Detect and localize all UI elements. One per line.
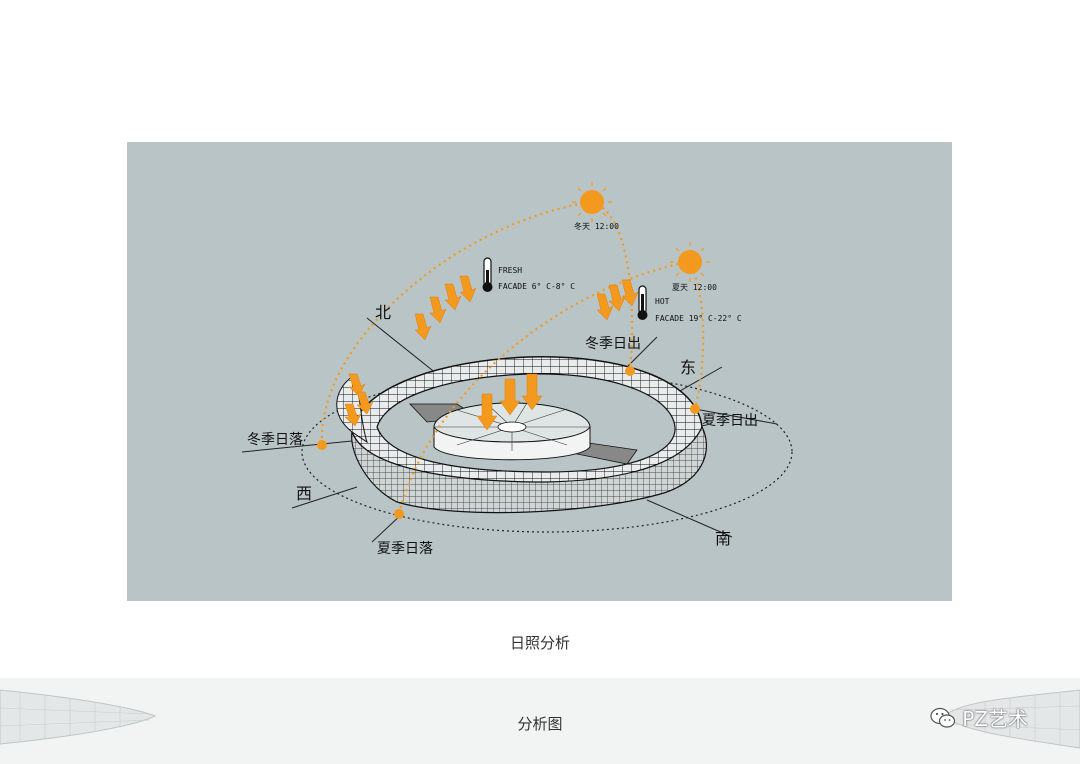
central-disc: [409, 402, 638, 465]
figure-caption: 日照分析: [509, 634, 570, 652]
summer-noon-label: 夏天 12:00: [672, 283, 717, 292]
sun-icon: [572, 182, 612, 222]
winter-sunset-label: 冬季日落: [247, 432, 303, 448]
fresh-facade-label: FACADE 6° C-8° C: [498, 282, 575, 291]
brand-name: PZ艺术: [962, 707, 1028, 731]
east-label: 东: [680, 358, 696, 377]
thermometer-icon: [482, 257, 493, 292]
sun-analysis-diagram: 冬天 12:00 夏天 12:00 FRESH FACADE 6° C-8° C…: [127, 142, 952, 601]
sun-icon: [670, 242, 710, 282]
footer-left-mesh: [0, 689, 157, 745]
west-label: 西: [296, 484, 312, 503]
winter-sunrise-label: 冬季日出: [585, 336, 641, 352]
thermometer-icon: [637, 285, 648, 320]
hot-facade-label: FACADE 19° C-22° C: [655, 314, 742, 323]
hot-label: HOT: [655, 297, 670, 306]
sun-paths: [320, 200, 705, 515]
summer-sunset-label: 夏季日落: [377, 541, 433, 557]
footer-band: 分析图 PZ艺术: [0, 678, 1080, 764]
south-label: 南: [715, 529, 731, 548]
wechat-icon: [930, 707, 956, 728]
footer-title: 分析图: [517, 715, 563, 733]
heat-arrows: [344, 275, 639, 431]
diagram-canvas: 冬天 12:00 夏天 12:00 FRESH FACADE 6° C-8° C…: [241, 182, 793, 557]
brand-watermark: PZ艺术: [930, 703, 1028, 732]
sun-path-endpoints: [317, 366, 700, 519]
summer-sunrise-label: 夏季日出: [702, 413, 758, 429]
fresh-label: FRESH: [498, 266, 522, 275]
winter-noon-label: 冬天 12:00: [574, 221, 619, 231]
north-label: 北: [375, 303, 391, 322]
